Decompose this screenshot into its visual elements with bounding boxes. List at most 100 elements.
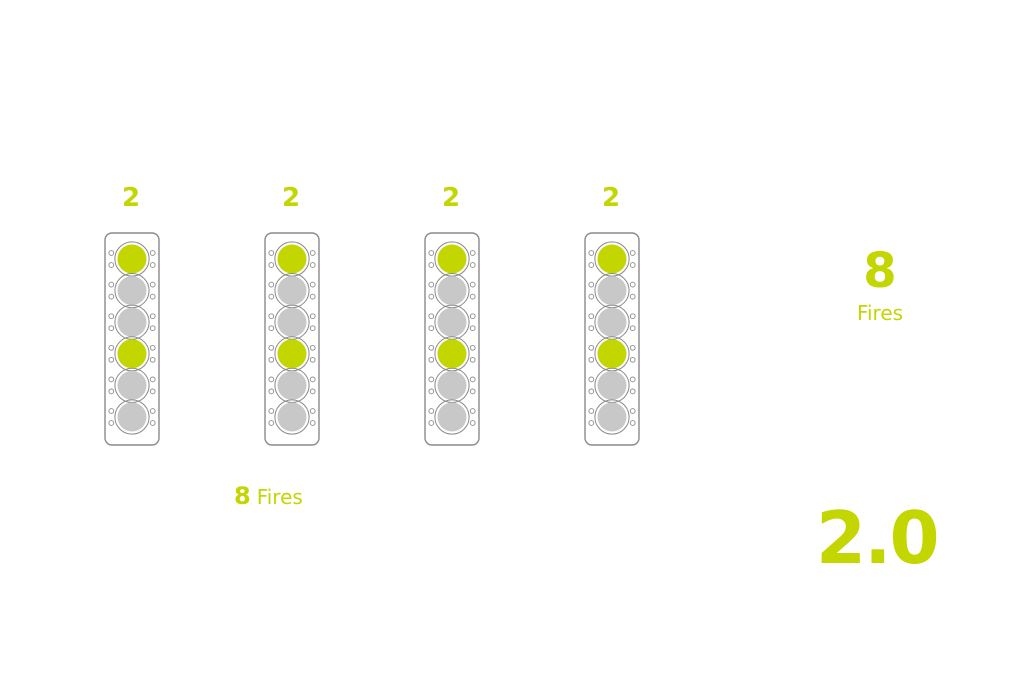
- side-knob: [149, 420, 156, 426]
- side-knob: [428, 325, 435, 332]
- side-knob: [629, 250, 636, 256]
- burner-ring: [114, 399, 150, 435]
- burner-active: [597, 339, 627, 369]
- side-knob: [268, 420, 275, 426]
- side-knob: [309, 408, 316, 414]
- burner-inactive: [277, 276, 307, 306]
- burner-active: [277, 339, 307, 369]
- burner-inactive: [437, 370, 467, 400]
- side-knob: [268, 293, 275, 300]
- side-knob: [268, 344, 275, 351]
- side-knob: [469, 313, 476, 320]
- side-knob: [309, 262, 316, 268]
- burner-ring: [434, 367, 470, 403]
- side-knob: [588, 281, 595, 288]
- side-knob: [309, 325, 316, 332]
- side-knob: [268, 250, 275, 256]
- side-knob: [268, 376, 275, 383]
- side-knob: [309, 281, 316, 288]
- side-knob: [629, 325, 636, 332]
- side-knob: [309, 344, 316, 351]
- burner-inactive: [277, 370, 307, 400]
- column-2-count: 2: [281, 183, 301, 213]
- side-knob: [428, 408, 435, 414]
- side-knob: [469, 356, 476, 363]
- side-knob: [108, 408, 115, 414]
- burner-ring: [594, 367, 630, 403]
- side-knob: [309, 293, 316, 300]
- side-knob: [108, 420, 115, 426]
- side-knob: [428, 420, 435, 426]
- strip-frame: [264, 232, 320, 446]
- burner-inactive: [117, 370, 147, 400]
- side-knob: [469, 262, 476, 268]
- side-knob: [469, 408, 476, 414]
- side-knob: [428, 293, 435, 300]
- side-knob: [428, 313, 435, 320]
- side-knob: [149, 281, 156, 288]
- side-knob: [428, 388, 435, 395]
- side-knob: [629, 376, 636, 383]
- side-knob: [108, 344, 115, 351]
- side-knob: [149, 262, 156, 268]
- side-knob: [309, 313, 316, 320]
- burner-ring: [594, 399, 630, 435]
- strip-frame: [104, 232, 160, 446]
- side-knob: [629, 356, 636, 363]
- strip-frame: [424, 232, 480, 446]
- side-knob: [629, 420, 636, 426]
- burner-inactive: [117, 307, 147, 337]
- column-4-count: 2: [601, 183, 621, 213]
- side-knob: [629, 293, 636, 300]
- side-knob: [588, 344, 595, 351]
- burner-inactive: [117, 276, 147, 306]
- side-knob: [469, 420, 476, 426]
- side-knob: [268, 262, 275, 268]
- burner-strip-4: [584, 232, 640, 446]
- side-knob: [108, 293, 115, 300]
- strip-frame: [584, 232, 640, 446]
- side-knob: [309, 420, 316, 426]
- side-knob: [588, 325, 595, 332]
- burner-inactive: [277, 402, 307, 432]
- side-knob: [629, 388, 636, 395]
- burner-active: [437, 244, 467, 274]
- burner-ring: [114, 367, 150, 403]
- burner-inactive: [437, 307, 467, 337]
- side-knob: [108, 376, 115, 383]
- fires-total-label: Fires: [856, 301, 904, 325]
- burner-inactive: [437, 276, 467, 306]
- burner-inactive: [277, 307, 307, 337]
- side-knob: [428, 344, 435, 351]
- burner-active: [437, 339, 467, 369]
- burner-ring: [274, 367, 310, 403]
- burner-inactive: [597, 370, 627, 400]
- side-knob: [149, 356, 156, 363]
- burner-ring: [434, 304, 470, 340]
- burner-ring: [274, 304, 310, 340]
- side-knob: [268, 281, 275, 288]
- fires-total-number: 8: [863, 243, 897, 299]
- burner-inactive: [437, 402, 467, 432]
- burner-strip-2: [264, 232, 320, 446]
- side-knob: [268, 325, 275, 332]
- side-knob: [309, 376, 316, 383]
- side-knob: [149, 376, 156, 383]
- side-knob: [469, 344, 476, 351]
- fires-total: 8 Fires: [830, 243, 930, 327]
- side-knob: [588, 420, 595, 426]
- side-knob: [588, 250, 595, 256]
- side-knob: [108, 281, 115, 288]
- burner-ring: [594, 304, 630, 340]
- side-knob: [588, 313, 595, 320]
- side-knob: [588, 356, 595, 363]
- burner-strip-3: [424, 232, 480, 446]
- version-label: 2.0: [816, 496, 940, 580]
- fires-caption-number: 8: [234, 482, 251, 510]
- side-knob: [108, 250, 115, 256]
- side-knob: [108, 356, 115, 363]
- side-knob: [108, 313, 115, 320]
- side-knob: [268, 356, 275, 363]
- burner-strip-1: [104, 232, 160, 446]
- side-knob: [629, 262, 636, 268]
